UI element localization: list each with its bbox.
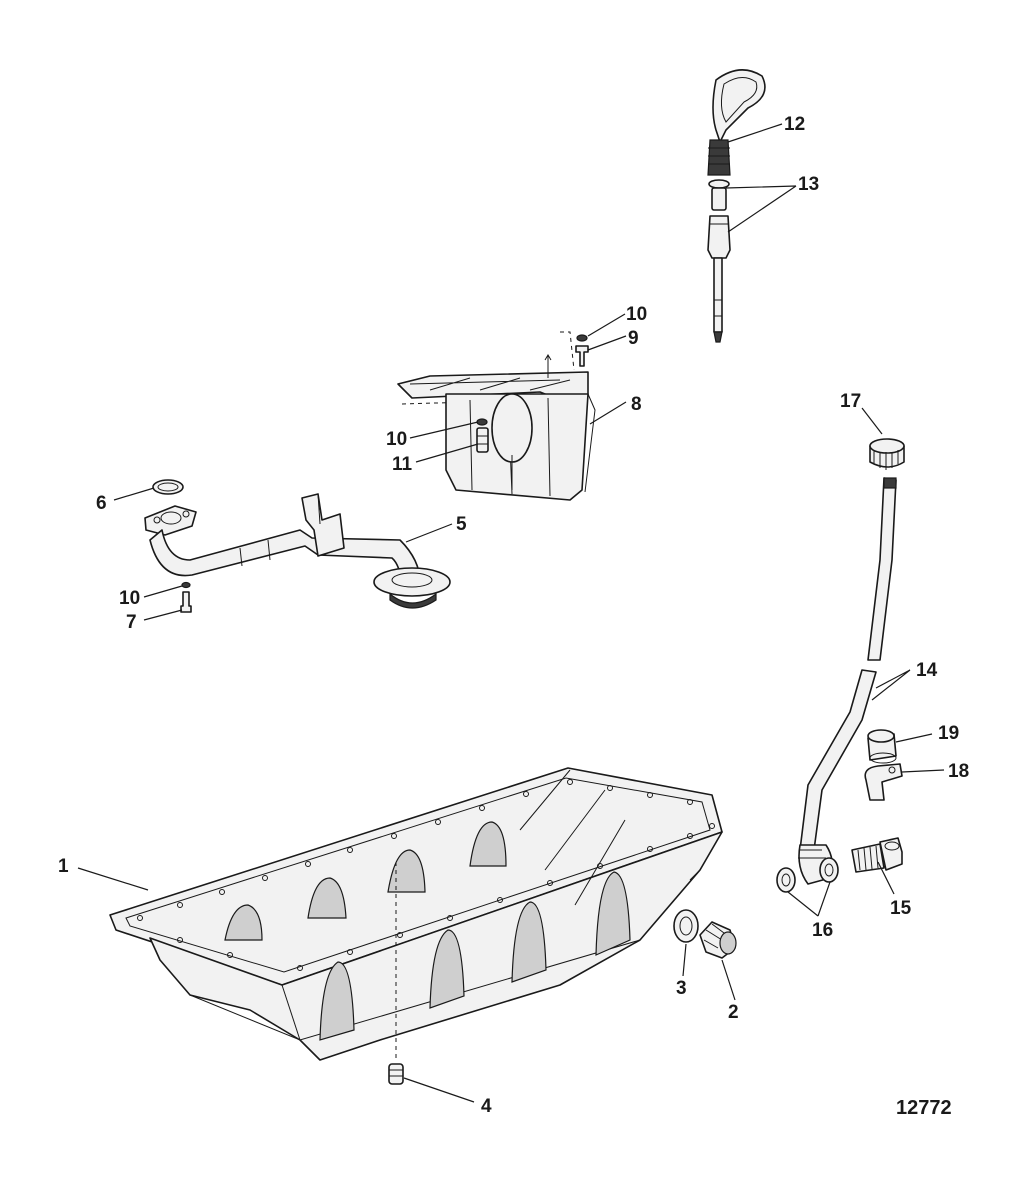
oil-pan (109, 767, 723, 1062)
callout-10a: 10 (626, 304, 647, 325)
callout-13: 13 (798, 174, 819, 195)
callout-numbers: 1 2 3 4 5 6 7 8 9 10 10 10 11 12 13 14 1… (58, 114, 969, 1117)
figure-number: 12772 (896, 1097, 952, 1119)
callout-10c: 10 (119, 588, 140, 609)
callout-9: 9 (628, 328, 639, 349)
banjo-bolt-15 (851, 837, 903, 873)
drain-plug-2 (699, 921, 737, 959)
callout-7: 7 (126, 612, 137, 633)
callout-6: 6 (96, 493, 107, 514)
callout-3: 3 (676, 978, 687, 999)
callout-17: 17 (840, 391, 861, 412)
callout-18: 18 (948, 761, 969, 782)
o-ring-6 (152, 479, 184, 495)
bushing-19 (867, 729, 897, 764)
baffle-8 (397, 331, 596, 501)
dipstick-tube-14 (798, 477, 897, 885)
stud-11 (476, 427, 489, 453)
callout-12: 12 (784, 114, 805, 135)
washer-10-pickup (181, 581, 191, 589)
callout-10b: 10 (386, 429, 407, 450)
callout-15: 15 (890, 898, 912, 919)
sealing-washers-16 (776, 857, 839, 893)
clamp-18 (864, 763, 903, 801)
leader-lines (77, 123, 945, 1103)
dipstick-12 (707, 69, 766, 176)
bolt-9 (575, 345, 589, 367)
callout-14: 14 (916, 660, 938, 681)
callout-1: 1 (58, 856, 69, 877)
washer-10-baffle (476, 418, 488, 426)
callout-4: 4 (481, 1096, 492, 1117)
bolt-7 (180, 591, 192, 613)
oil-pickup-tube (144, 493, 451, 609)
dipstick-tube-seal-13 (707, 179, 731, 259)
dipstick-blade (713, 257, 723, 343)
callout-16: 16 (812, 920, 833, 941)
callout-8: 8 (631, 394, 642, 415)
callout-2: 2 (728, 1002, 739, 1023)
washer-10-baffle-top (576, 334, 588, 342)
dipstick-tube-cap-17 (869, 438, 905, 470)
callout-5: 5 (456, 514, 467, 535)
sealing-washer-3 (673, 909, 699, 943)
drain-plug-4 (388, 1063, 404, 1085)
callout-19: 19 (938, 723, 959, 744)
callout-11: 11 (392, 454, 413, 475)
